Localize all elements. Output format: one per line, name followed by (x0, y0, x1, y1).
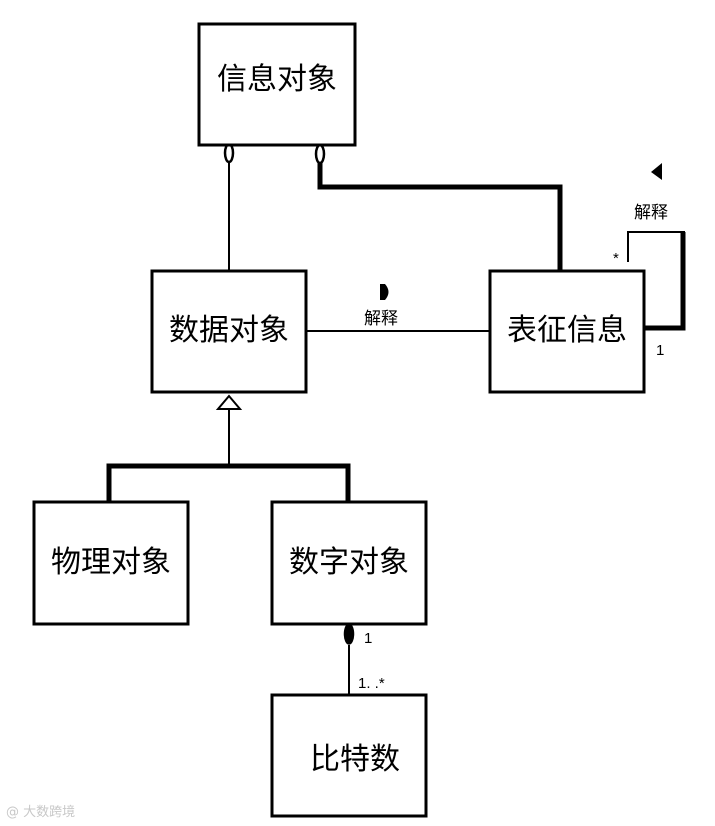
self-multiplicity-star: * (613, 250, 619, 267)
class-data-object-label: 数据对象 (169, 313, 289, 348)
class-representation-information-label: 表征信息 (507, 313, 627, 348)
generalization-branch-line (106, 463, 351, 502)
info-representation-aggregation-diamond (314, 143, 326, 165)
self-interpretation-label: 解释 (634, 203, 668, 223)
class-bits-label: 比特数 (310, 742, 400, 777)
class-information-object-label: 信息对象 (217, 62, 337, 97)
generalization-triangle (215, 394, 243, 410)
class-data-object[interactable]: 数据对象 (150, 269, 308, 394)
info-representation-aggregation-line (317, 162, 563, 271)
digital-bits-multiplicity-many: 1. .* (358, 675, 385, 692)
class-digital-object[interactable]: 数字对象 (270, 500, 428, 626)
class-digital-object-label: 数字对象 (289, 545, 409, 580)
class-representation-information[interactable]: 表征信息 (488, 269, 646, 394)
class-bits[interactable]: 比特数 (270, 693, 428, 818)
class-physical-object-label: 物理对象 (51, 545, 171, 580)
self-interpretation-direction-arrow (651, 163, 662, 180)
self-multiplicity-one: 1 (656, 342, 664, 359)
digital-bits-multiplicity-one: 1 (364, 630, 372, 647)
info-data-aggregation-diamond (223, 142, 235, 164)
watermark: @ 大数跨境 (6, 805, 76, 820)
digital-bits-composition-diamond (343, 623, 355, 645)
interpretation-label: 解释 (364, 309, 398, 329)
class-physical-object[interactable]: 物理对象 (32, 500, 190, 626)
representation-self-loop-thick (645, 232, 686, 331)
interpretation-direction-arrow (380, 284, 389, 300)
class-information-object[interactable]: 信息对象 (197, 22, 357, 147)
